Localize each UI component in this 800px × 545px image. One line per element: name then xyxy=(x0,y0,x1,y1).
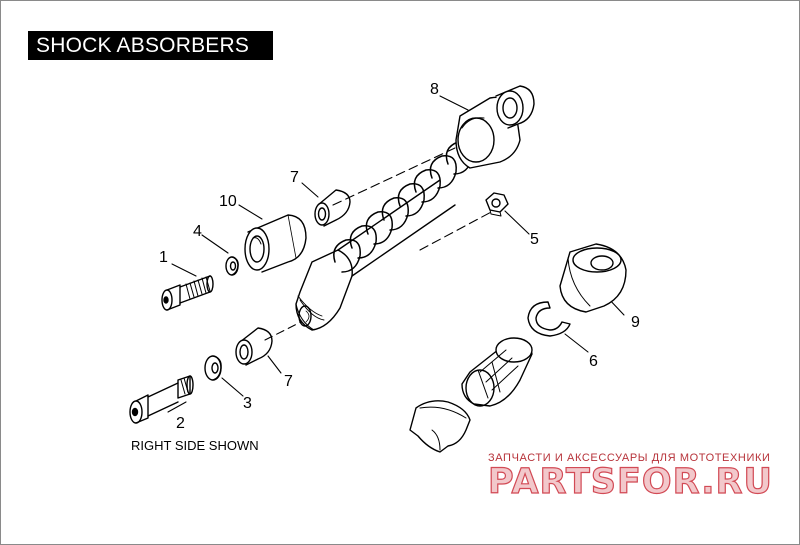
callout-3: 3 xyxy=(243,395,252,412)
leader-lines xyxy=(167,95,625,413)
callout-labels: 1 2 3 4 5 6 7 7 8 9 10 xyxy=(159,81,640,432)
watermark-subtitle: ЗАПЧАСТИ И АКСЕССУАРЫ ДЛЯ МОТОТЕХНИКИ xyxy=(488,452,771,464)
callout-2: 2 xyxy=(176,415,185,432)
callout-8: 8 xyxy=(430,81,439,98)
shock-absorber-part-8 xyxy=(296,86,534,330)
cap-part xyxy=(410,401,470,452)
nut-part-5 xyxy=(486,193,508,216)
bushing-part-7-lower xyxy=(236,328,272,365)
callout-10: 10 xyxy=(219,193,237,210)
washer-part-4 xyxy=(226,257,238,275)
callout-9: 9 xyxy=(631,314,640,331)
retaining-ring-part-6 xyxy=(528,302,570,336)
callout-5: 5 xyxy=(530,231,539,248)
bolt-part-2 xyxy=(130,376,193,423)
diagram-title: SHOCK ABSORBERS xyxy=(28,31,273,60)
bushing-part-7-upper xyxy=(315,190,350,226)
washer-part-3 xyxy=(205,356,221,380)
cover-part-9 xyxy=(560,244,626,312)
callout-1: 1 xyxy=(159,249,168,266)
callout-7-lower: 7 xyxy=(284,373,293,390)
callout-6: 6 xyxy=(589,353,598,370)
callout-4: 4 xyxy=(193,223,202,240)
callout-7-upper: 7 xyxy=(290,169,299,186)
screw-part-1 xyxy=(162,276,213,310)
spacer-part-10 xyxy=(245,215,306,272)
spring-cage-part xyxy=(462,338,532,406)
diagram-caption: RIGHT SIDE SHOWN xyxy=(131,438,259,453)
watermark-logo: PARTSFOR.RU xyxy=(487,461,773,502)
